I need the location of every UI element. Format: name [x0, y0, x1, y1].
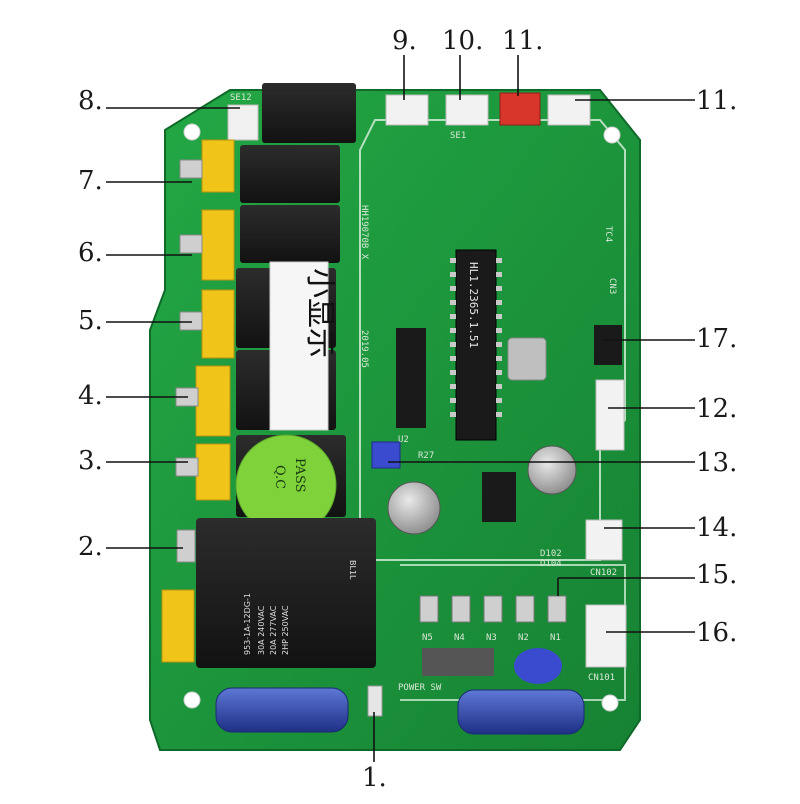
svg-text:CN101: CN101 — [588, 673, 615, 683]
svg-text:U2: U2 — [398, 435, 409, 445]
connector-9 — [385, 94, 429, 126]
svg-text:POWER SW: POWER SW — [398, 683, 442, 693]
connector-16 — [585, 604, 627, 668]
x-capacitor-2 — [457, 689, 585, 735]
connector-10 — [445, 94, 489, 126]
svg-text:BL1L: BL1L — [348, 560, 357, 580]
svg-text:30A 240VAC: 30A 240VAC — [257, 605, 266, 655]
svg-text:N1: N1 — [550, 633, 561, 643]
connector-se12 — [227, 104, 259, 141]
callout-7: 7. — [78, 166, 103, 196]
mount-hole — [183, 691, 201, 709]
svg-text:SE12: SE12 — [230, 93, 252, 103]
relay-2 — [240, 205, 340, 263]
chip-u2 — [396, 328, 426, 428]
callout-13: 13. — [696, 448, 738, 478]
callout-lines — [106, 55, 695, 762]
callout-6: 6. — [78, 238, 103, 268]
yellow-connector-bottom — [161, 589, 195, 663]
svg-text:R27: R27 — [418, 451, 434, 461]
svg-text:PASS: PASS — [292, 458, 307, 493]
callout-17: 17. — [696, 324, 738, 354]
connector-12 — [595, 379, 625, 451]
yellow-connector-5 — [179, 289, 235, 359]
svg-text:N3: N3 — [486, 633, 497, 643]
svg-text:CN102: CN102 — [590, 568, 617, 578]
callout-3: 3. — [78, 446, 103, 476]
svg-text:N2: N2 — [518, 633, 529, 643]
capacitor-1 — [387, 481, 441, 535]
callout-8: 8. — [78, 86, 103, 116]
callout-1: 1. — [362, 763, 387, 793]
connector-11-red — [499, 92, 541, 126]
svg-text:2HP 250VAC: 2HP 250VAC — [281, 605, 290, 655]
svg-text:D102: D102 — [540, 549, 562, 559]
svg-text:D104: D104 — [540, 559, 562, 569]
pin-2 — [176, 529, 196, 563]
callout-5: 5. — [78, 306, 103, 336]
blue-jumper — [371, 441, 401, 469]
svg-text:TC4: TC4 — [603, 226, 613, 242]
callout-9: 9. — [392, 26, 417, 56]
mcu-chip — [455, 249, 497, 441]
yellow-connector-6 — [179, 209, 235, 281]
top-relay — [262, 83, 356, 143]
svg-text:N4: N4 — [454, 633, 465, 643]
x-capacitor-1 — [215, 687, 349, 733]
svg-text:SE1: SE1 — [450, 131, 466, 141]
callout-2: 2. — [78, 532, 103, 562]
callout-11-top: 11. — [502, 26, 544, 56]
sticker-text: 小显示 — [302, 268, 337, 358]
connector-17 — [594, 325, 622, 365]
voltage-regulator — [482, 472, 516, 522]
led-1 — [367, 685, 383, 717]
mount-hole — [603, 126, 621, 144]
callout-11-right: 11. — [696, 86, 738, 116]
power-relay — [196, 518, 376, 668]
varistor — [514, 648, 562, 684]
callout-15: 15. — [696, 560, 738, 590]
terminal-row-n — [419, 595, 567, 623]
callout-4: 4. — [78, 381, 103, 411]
relay-1 — [240, 145, 340, 203]
display-sticker — [269, 261, 329, 431]
svg-text:Q.C: Q.C — [272, 465, 287, 489]
svg-text:HL1.2365.1.51: HL1.2365.1.51 — [467, 262, 480, 348]
yellow-connector-7 — [179, 139, 235, 193]
callout-12: 12. — [696, 394, 738, 424]
mount-hole — [183, 123, 201, 141]
svg-text:20A 277VAC: 20A 277VAC — [269, 605, 278, 655]
fuse-block — [422, 648, 494, 676]
svg-text:953-1A-12DG-1: 953-1A-12DG-1 — [243, 593, 252, 655]
crystal — [507, 337, 547, 381]
mount-hole — [601, 694, 619, 712]
capacitor-2 — [527, 445, 577, 495]
connector-14 — [585, 519, 623, 561]
svg-text:CN3: CN3 — [607, 278, 617, 294]
svg-text:N5: N5 — [422, 633, 433, 643]
svg-text:HH19070B X: HH19070B X — [359, 205, 369, 260]
callout-14: 14. — [696, 513, 738, 543]
svg-text:2019.05: 2019.05 — [359, 330, 369, 368]
callout-10: 10. — [442, 26, 484, 56]
callout-16: 16. — [696, 618, 738, 648]
